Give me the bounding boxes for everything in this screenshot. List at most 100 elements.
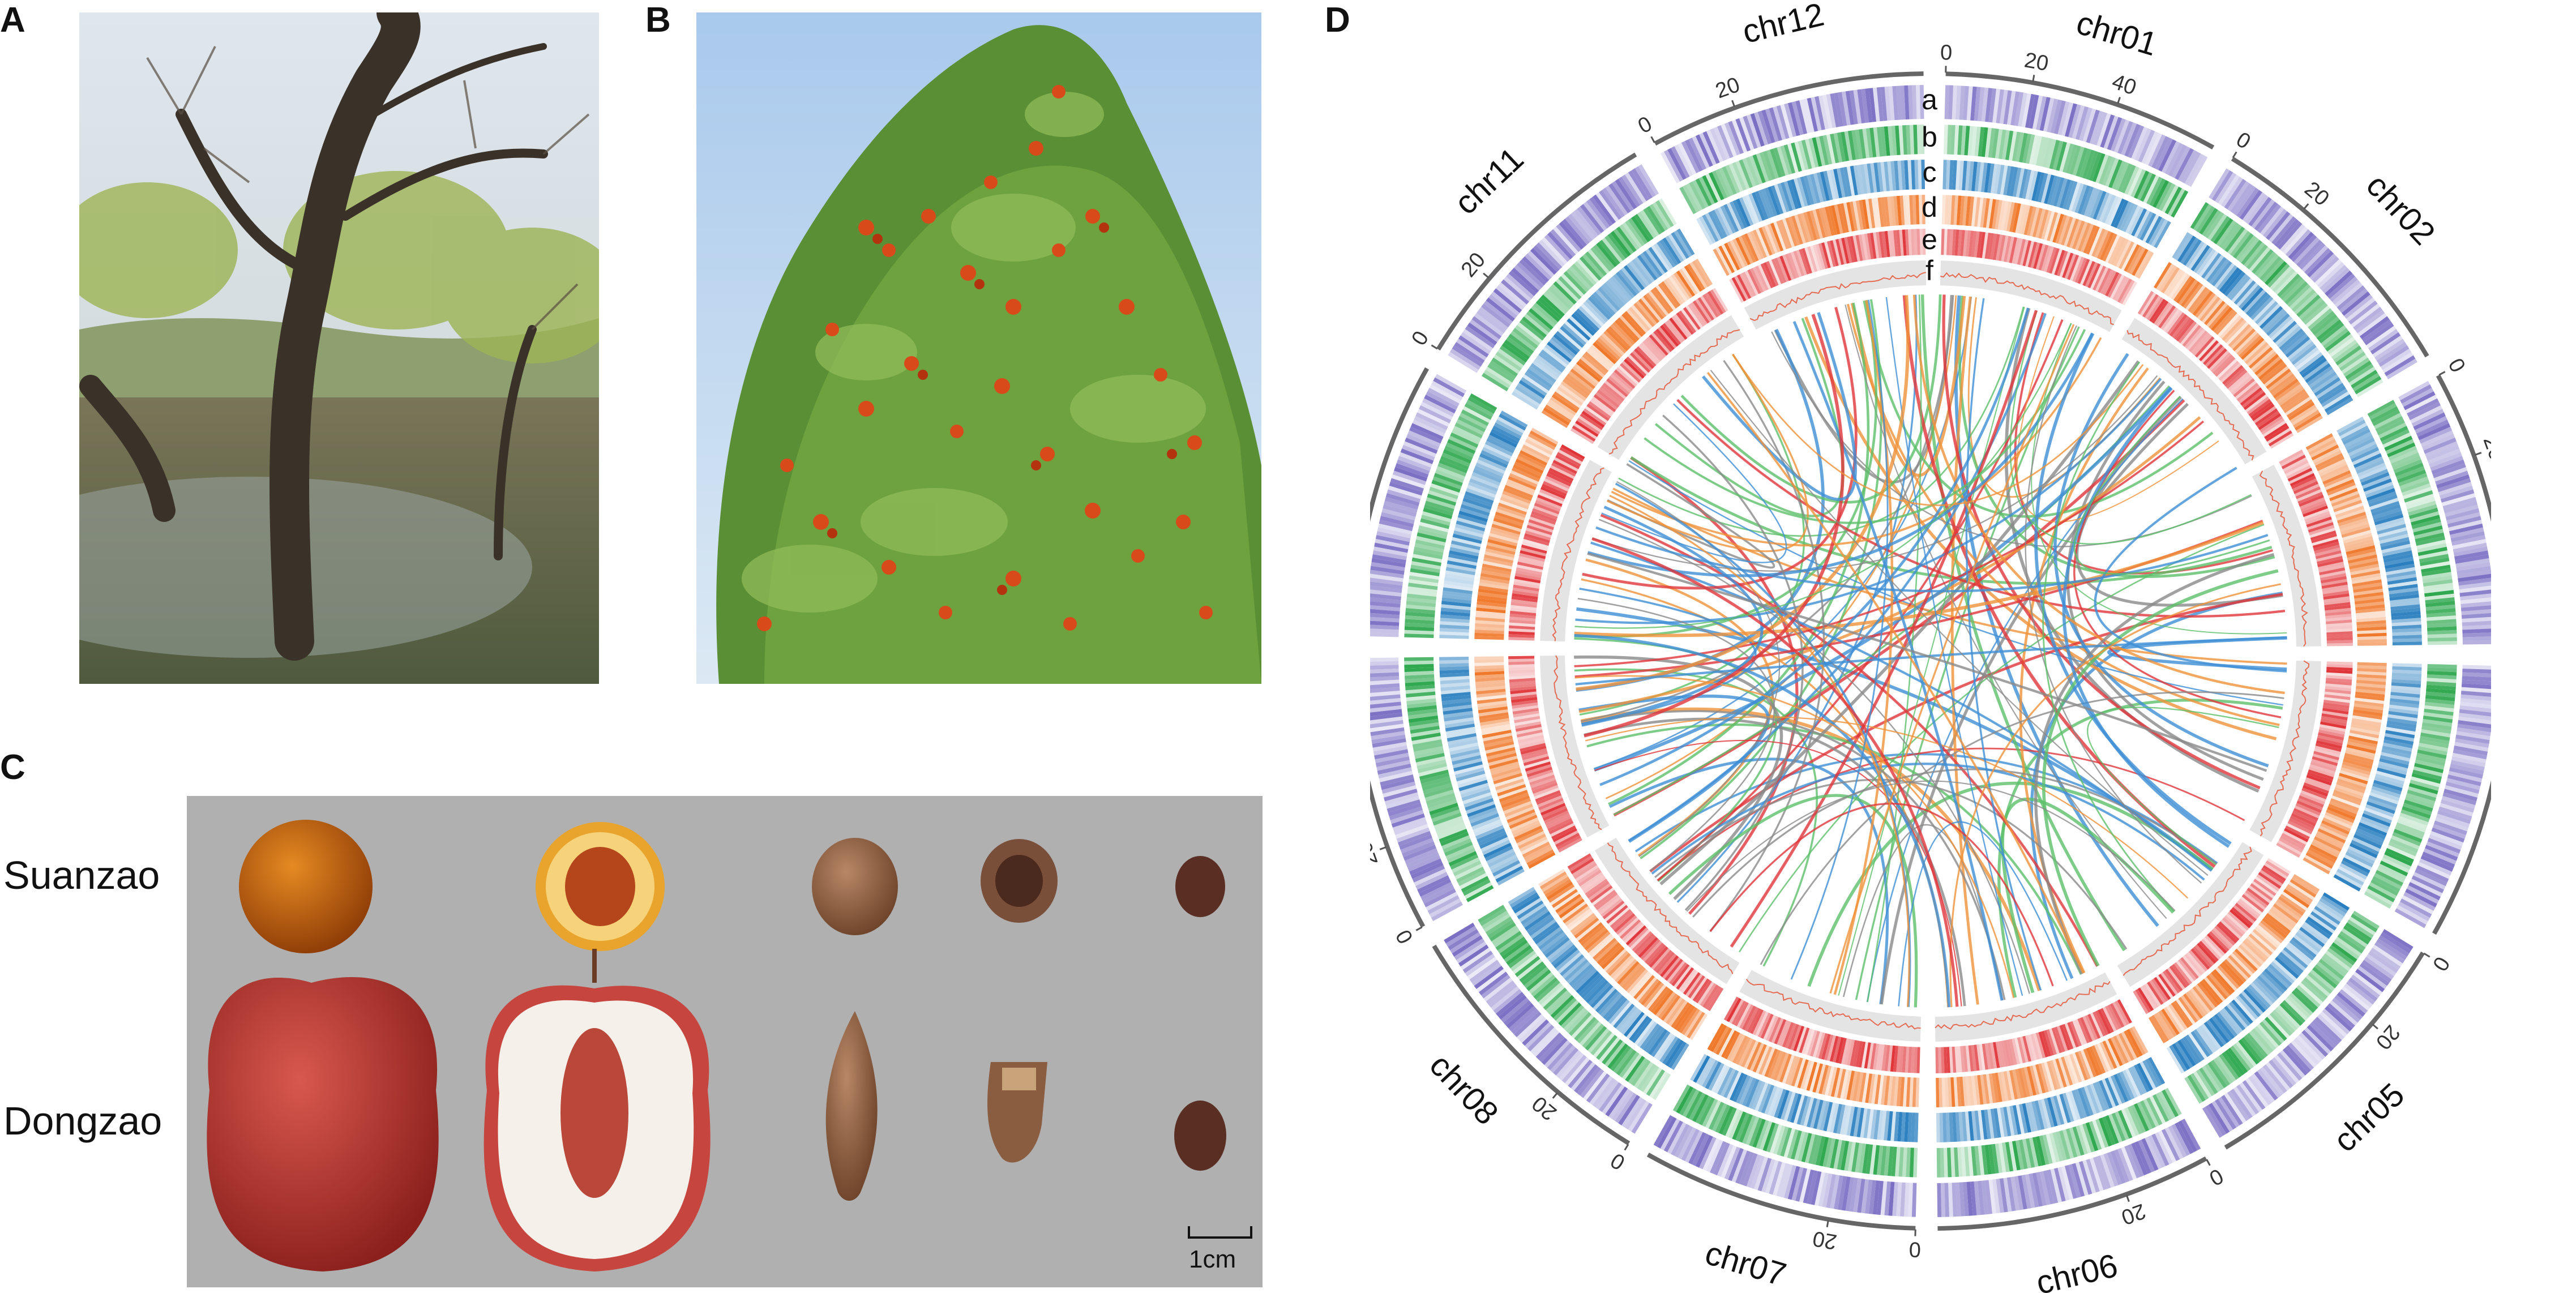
heatmap-cell-b [1649, 1071, 1668, 1098]
heatmap-cell-b [1414, 543, 1444, 553]
heatmap-cell-a [2402, 388, 2434, 407]
heatmap-cell-a [2325, 271, 2353, 297]
heatmap-cell-d [1638, 978, 1659, 1004]
heatmap-cell-d [1477, 700, 1507, 707]
heatmap-cell-a [2410, 405, 2442, 423]
heatmap-cell-e [1852, 235, 1860, 262]
heatmap-cell-c [1987, 1109, 1995, 1139]
heatmap-cell-c [2372, 507, 2402, 520]
heatmap-cell-c [1446, 730, 1476, 739]
heatmap-cell-c [1813, 173, 1824, 203]
heatmap-cell-e [1517, 562, 1543, 570]
heatmap-cell-a [2461, 687, 2491, 693]
heatmap-cell-e [2280, 835, 2305, 850]
ideogram-arc [1937, 1156, 2207, 1231]
heatmap-cell-d [2163, 1007, 2183, 1034]
heatmap-cell-e [1771, 1018, 1784, 1043]
heatmap-cell-a [1373, 546, 1408, 556]
heatmap-cell-c [1595, 289, 1618, 314]
heatmap-cell-d [2339, 520, 2369, 532]
heatmap-cell-d [2116, 1034, 2132, 1063]
heatmap-cell-d [1488, 755, 1518, 767]
heatmap-cell-c [1450, 543, 1480, 554]
heatmap-cell-a [1380, 516, 1414, 528]
heatmap-cell-b [2152, 1094, 2169, 1123]
heatmap-cell-d [2228, 954, 2251, 978]
heatmap-cell-b [2420, 733, 2450, 741]
heatmap-cell-e [2325, 680, 2352, 686]
heatmap-cell-e [1685, 974, 1703, 997]
heatmap-cell-d [1843, 202, 1852, 232]
heatmap-cell-a [1370, 581, 1403, 589]
synteny-link [1709, 803, 2054, 987]
heatmap-cell-c [1487, 851, 1516, 868]
heatmap-cell-c [2183, 239, 2202, 266]
heatmap-cell-a [2117, 121, 2133, 155]
heatmap-cell-e [1586, 403, 1610, 421]
heatmap-cell-d [2327, 806, 2356, 820]
heatmap-cell-a [2209, 1103, 2230, 1134]
heatmap-cell-b [2076, 1125, 2088, 1155]
heatmap-cell-c [1464, 494, 1493, 507]
heatmap-cell-e [1841, 237, 1850, 264]
heatmap-cell-d [2018, 204, 2027, 234]
heatmap-cell-b [2393, 459, 2423, 474]
heatmap-cell-d [1676, 270, 1696, 297]
heatmap-cell-d [1570, 913, 1595, 934]
heatmap-cell-c [2375, 517, 2404, 529]
heatmap-cell-b [2416, 540, 2446, 550]
heatmap-cell-a [1456, 339, 1487, 361]
heatmap-cell-b [2391, 452, 2420, 467]
heatmap-cell-b [1447, 439, 1476, 455]
heatmap-cell-e [1824, 1034, 1834, 1061]
heatmap-cell-b [2002, 130, 2010, 160]
heatmap-cell-e [2027, 241, 2038, 268]
heatmap-cell-c [2248, 294, 2271, 318]
heatmap-cell-d [1517, 830, 1545, 846]
heatmap-cell-c [2154, 221, 2171, 249]
heatmap-cell-b [2404, 796, 2434, 808]
heatmap-cell-d [1518, 453, 1546, 469]
heatmap-cell-a [1527, 250, 1555, 277]
heatmap-cell-c [1965, 161, 1971, 191]
heatmap-cell-d [2352, 715, 2382, 723]
heatmap-cell-a [2209, 168, 2230, 199]
heatmap-cell-e [1700, 983, 1717, 1007]
heatmap-cell-c [1475, 463, 1504, 477]
heatmap-cell-a [2082, 1160, 2096, 1194]
heatmap-cell-b [2282, 1000, 2306, 1024]
heatmap-cell-d [1825, 1066, 1835, 1096]
heatmap-cell-b [1409, 718, 1439, 727]
heatmap-cell-e [1804, 1029, 1815, 1055]
synteny-link [2031, 323, 2287, 635]
heatmap-cell-c [1945, 1112, 1950, 1142]
heatmap-cell-d [1551, 394, 1578, 413]
heatmap-cell-b [1884, 1146, 1890, 1176]
heatmap-cell-d [1676, 1005, 1695, 1032]
heatmap-cell-c [1613, 1003, 1635, 1029]
heatmap-cell-c [1536, 927, 1562, 948]
heatmap-cell-b [1967, 1146, 1974, 1176]
heatmap-cell-a [2376, 342, 2407, 364]
heatmap-cell-a [1849, 90, 1858, 125]
heatmap-cell-c [1560, 326, 1585, 348]
heatmap-cell-b [1742, 158, 1756, 187]
heatmap-cell-e [1528, 772, 1554, 783]
heatmap-cell-b [1407, 586, 1437, 594]
heatmap-cell-d [2021, 1067, 2031, 1097]
heatmap-cell-b [1888, 126, 1894, 156]
heatmap-cell-e [1508, 661, 1535, 665]
heatmap-cell-a [1713, 1142, 1730, 1176]
heatmap-cell-b [1920, 125, 1925, 155]
heatmap-cell-a [2309, 1022, 2337, 1049]
heatmap-cell-e [1728, 999, 1744, 1024]
heatmap-cell-d [2148, 1016, 2167, 1044]
heatmap-cell-b [2410, 780, 2440, 791]
heatmap-cell-c [1823, 1102, 1833, 1132]
heatmap-cell-e [1555, 455, 1580, 469]
heatmap-cell-a [1384, 792, 1419, 806]
heatmap-cell-b [2323, 328, 2349, 349]
heatmap-cell-c [2175, 1041, 2193, 1068]
heatmap-cell-a [1803, 1169, 1815, 1204]
heatmap-cell-b [2422, 575, 2453, 584]
